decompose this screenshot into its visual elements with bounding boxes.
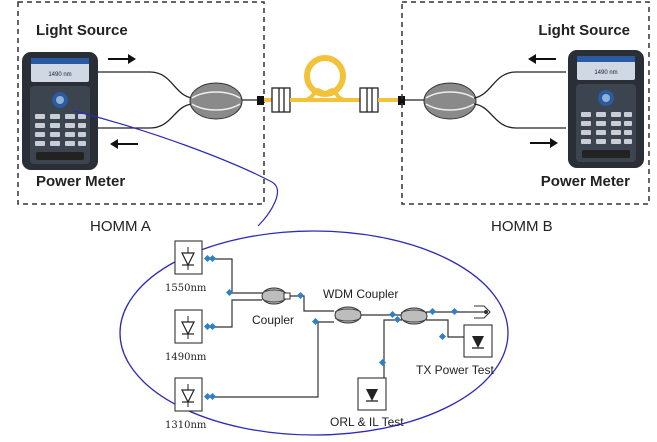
- wdm-coupler-label: WDM Coupler: [323, 287, 398, 301]
- homm-b-light-source-label: Light Source: [538, 22, 630, 39]
- homm-a-screen-text: 1490 nm: [48, 72, 71, 78]
- coupler-icon: [261, 287, 291, 305]
- wavelength-label-1310: 1310nm: [165, 420, 207, 431]
- wavelength-label-1550: 1550nm: [165, 283, 207, 294]
- homm-b-power-meter-label: Power Meter: [541, 173, 630, 190]
- homm-a-out-arrow: [108, 54, 136, 64]
- homm-a-device-icon: 1490 nm: [22, 52, 98, 170]
- laser-1310-icon: [174, 377, 203, 412]
- homm-b-name: HOMM B: [491, 218, 553, 235]
- laser-1490-icon: [174, 309, 203, 344]
- right-connector-icon: [359, 87, 379, 113]
- coupler-label: Coupler: [252, 313, 294, 327]
- orl-il-detector-icon: [357, 377, 387, 411]
- zoom-callout-line: [73, 110, 279, 227]
- homm-b-out-arrow: [530, 138, 558, 148]
- homm-b-screen-text: 1490 nm: [594, 70, 617, 76]
- fiber-spool-icon: [304, 55, 346, 102]
- output-coupler-icon: [400, 307, 428, 325]
- homm-a-in-arrow: [110, 139, 138, 149]
- orl-il-test-label: ORL & IL Test: [330, 415, 404, 429]
- tx-power-test-label: TX Power Test: [416, 363, 494, 377]
- homm-b-device-icon: 1490 nm: [568, 50, 644, 168]
- wdm-coupler-icon: [334, 306, 362, 324]
- homm-a-power-meter-label: Power Meter: [36, 173, 125, 190]
- homm-b-in-arrow: [528, 54, 556, 64]
- homm-b-coupler-icon: [423, 82, 477, 120]
- left-connector-icon: [271, 87, 291, 113]
- connector-nodes: [203, 254, 459, 401]
- homm-a-box: Light Source Power Meter 1490 nm: [17, 1, 265, 205]
- homm-b-box: Light Source Power Meter 1490 nm: [401, 1, 650, 205]
- wavelength-label-1490: 1490nm: [165, 352, 207, 363]
- homm-a-light-source-label: Light Source: [36, 22, 128, 39]
- homm-a-name: HOMM A: [90, 218, 151, 235]
- laser-1550-icon: [174, 240, 203, 275]
- detail-ellipse: [119, 230, 509, 436]
- fiber-link: [257, 55, 405, 113]
- output-port-icon: [470, 305, 491, 319]
- homm-a-coupler-icon: [189, 82, 243, 120]
- tx-power-detector-icon: [463, 324, 493, 358]
